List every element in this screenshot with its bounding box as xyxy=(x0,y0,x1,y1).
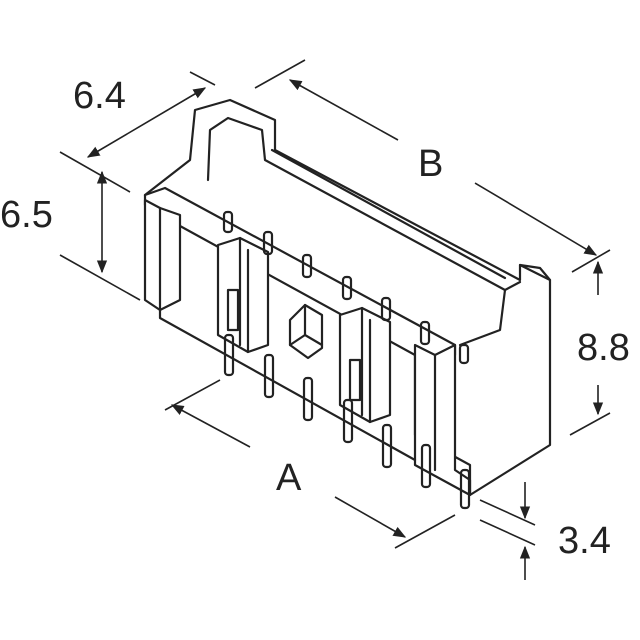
dimension-lines xyxy=(59,59,611,580)
dimension-label-6-5: 6.5 xyxy=(0,194,53,236)
dimension-label-8-8: 8.8 xyxy=(577,327,630,369)
dimension-label-6-4: 6.4 xyxy=(73,75,126,117)
dimension-label-a: A xyxy=(276,457,302,499)
dimension-label-3-4: 3.4 xyxy=(558,520,611,562)
connector-body xyxy=(143,98,552,497)
pins xyxy=(222,210,471,510)
dimension-label-b: B xyxy=(418,143,443,185)
